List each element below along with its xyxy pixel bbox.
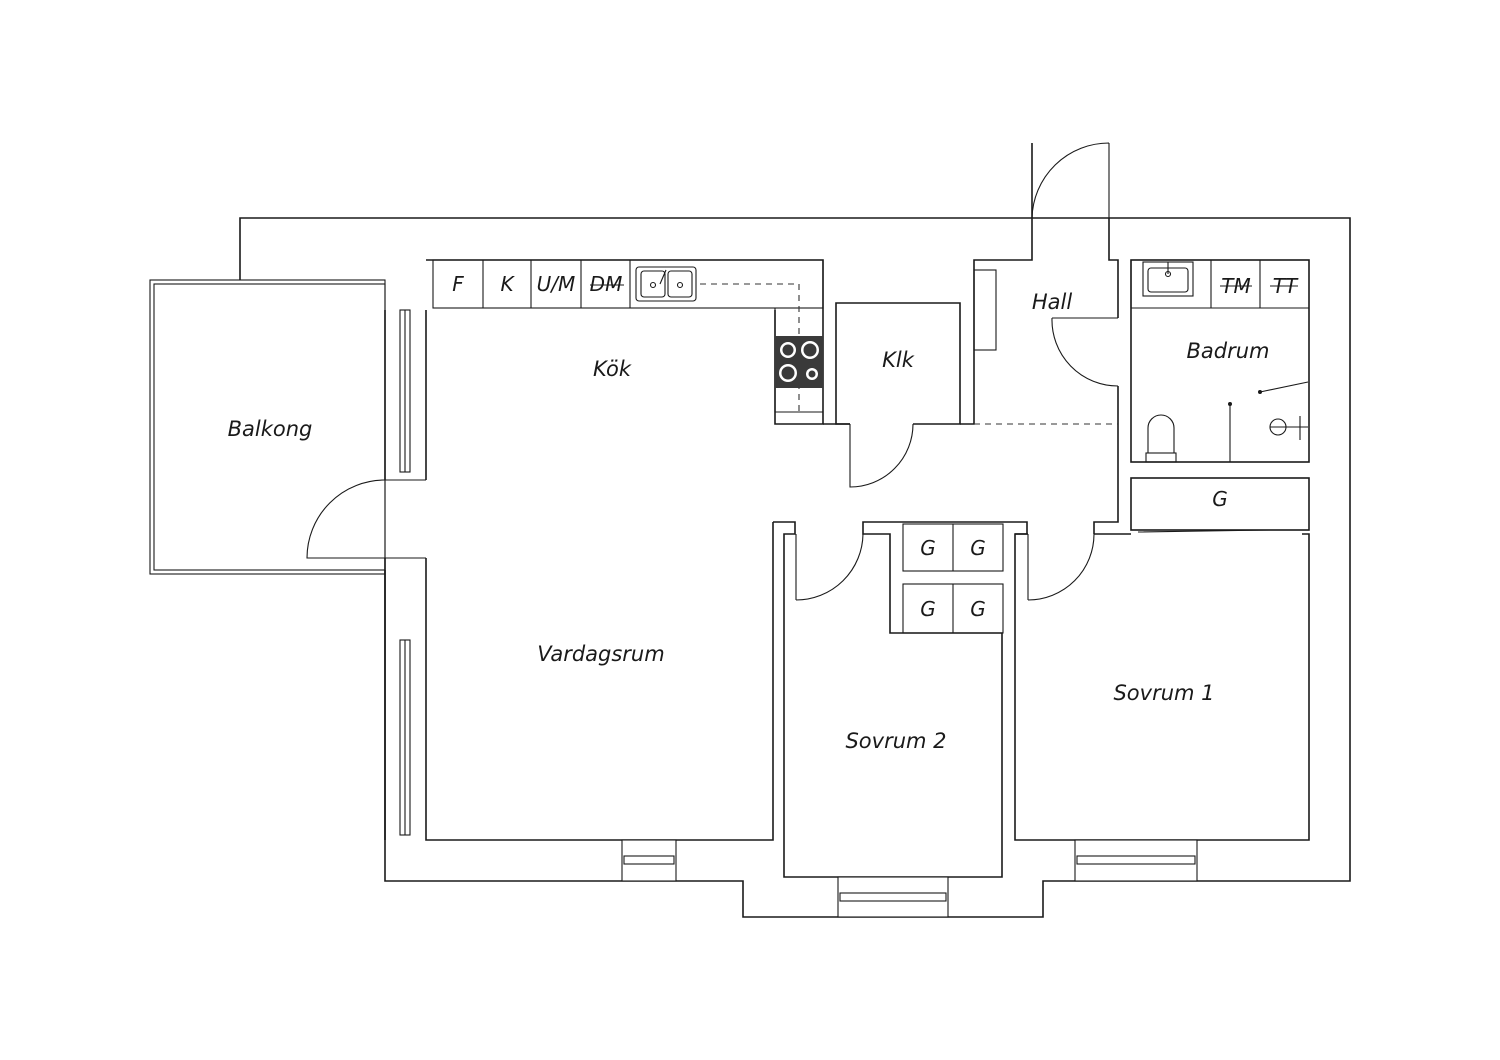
wardrobes-bedroom2 <box>902 523 1004 634</box>
wardrobe-label-4: G <box>970 597 986 621</box>
wardrobe-label-bath: G <box>1212 487 1228 511</box>
closet-door <box>849 423 914 488</box>
wardrobe-label-2: G <box>970 536 986 560</box>
hall-closet <box>973 269 997 351</box>
outer-wall <box>239 217 1351 918</box>
klk-label: Klk <box>882 348 915 372</box>
kitchen-north-wall <box>426 259 824 425</box>
wardrobe-label-3: G <box>920 597 936 621</box>
wardrobe-label-1: G <box>920 536 936 560</box>
bedroom2-door <box>795 533 864 601</box>
bath-door <box>1051 317 1119 387</box>
stove-icon <box>775 336 823 388</box>
bedroom2-walls <box>773 521 1028 878</box>
living-room-inner-west <box>425 310 774 841</box>
sovrum2-label: Sovrum 2 <box>845 729 946 753</box>
south-window-living <box>621 839 677 882</box>
shower-icon <box>1228 381 1309 462</box>
west-window-lower <box>399 639 411 836</box>
bathroom-walls <box>1130 259 1310 463</box>
kok-label: Kök <box>593 357 632 381</box>
hall-kitchen-wall <box>823 143 1033 425</box>
south-window-bedroom2 <box>837 876 949 918</box>
wash-basin-icon <box>1142 261 1194 297</box>
oven-micro-label: U/M <box>537 272 576 296</box>
bathroom-divider <box>1130 260 1309 309</box>
balcony-door <box>306 479 386 559</box>
balkong-label: Balkong <box>228 417 313 441</box>
kitchen-counter <box>432 259 824 413</box>
counter-label-strikes <box>590 284 1298 287</box>
badrum-label: Badrum <box>1186 339 1269 363</box>
sink-icon <box>635 266 697 302</box>
south-window-bedroom1 <box>1074 839 1198 882</box>
hall-label: Hall <box>1032 290 1072 314</box>
fridge-label: F <box>452 272 464 296</box>
sliding-door <box>1137 529 1271 533</box>
freezer-label: K <box>500 272 515 296</box>
vardagsrum-label: Vardagsrum <box>537 642 664 666</box>
balcony-door-jambs <box>385 479 426 559</box>
west-window-upper <box>399 309 411 473</box>
entry-door <box>1031 142 1110 219</box>
toilet-icon <box>1145 414 1177 463</box>
sovrum1-label: Sovrum 1 <box>1113 681 1214 705</box>
dishwasher-label: DM <box>590 272 623 296</box>
entry-wall <box>1093 218 1119 534</box>
bedroom1-door <box>1027 533 1095 601</box>
